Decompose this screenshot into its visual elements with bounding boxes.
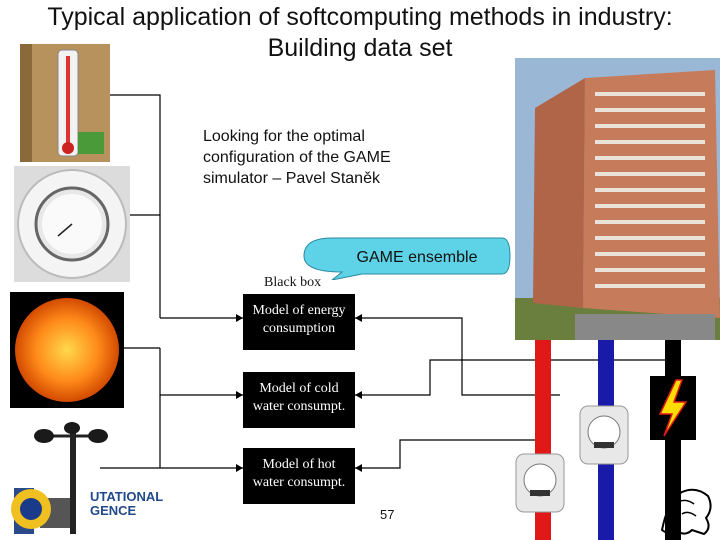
output-line-3 [355,439,540,469]
arrow-head-out-3 [355,464,362,472]
model-energy-line-1: Model of energy [252,303,346,318]
arrow-head-3 [236,464,243,472]
arrow-head-out-1 [355,314,362,322]
title-line-2: Building data set [267,34,453,62]
arrow-head-out-2 [355,391,362,399]
ci-logo-line-1: UTATIONAL [90,489,164,504]
description-line-1: Looking for the optimal [203,128,365,145]
output-line-2 [355,359,680,396]
arrow-head-1 [236,314,243,322]
building-icon [515,58,720,340]
model-cold-line-2: water consumpt. [252,399,346,414]
ci-logo-text: UTATIONAL GENCE [90,490,163,518]
output-line-1 [355,317,560,396]
model-cold-water-box: Model of cold water consumpt. [243,372,355,428]
arrow-head-2 [236,391,243,399]
page-number: 57 [380,507,395,522]
description-line-2: configuration of the GAME [203,149,391,166]
feed-line-top [108,94,161,216]
game-ensemble-callout-shape [303,237,511,280]
model-hot-line-1: Model of hot [262,457,336,472]
hygrometer-icon [14,166,130,282]
model-energy-box: Model of energy consumption [243,294,355,350]
cold-water-meter-icon [579,405,629,465]
game-ensemble-label: GAME ensemble [356,249,478,266]
hot-water-meter-icon [515,453,565,513]
ci-logo-line-2: GENCE [90,503,137,518]
model-hot-water-box: Model of hot water consumpt. [243,448,355,504]
black-box-label: Black box [264,275,322,290]
thermometer-icon [20,44,110,162]
description-line-3: simulator – Pavel Staněk [203,170,380,187]
slide-title: Typical application of softcomputing met… [0,2,720,64]
lion-emblem-icon [660,488,712,536]
model-cold-line-1: Model of cold [259,381,339,396]
title-line-1: Typical application of softcomputing met… [47,3,673,31]
ci-logo-icon [11,489,51,529]
model-hot-line-2: water consumpt. [252,475,346,490]
sun-icon [10,292,124,408]
model-energy-line-2: consumption [262,321,336,336]
feed-line-model-2 [159,348,243,396]
project-description: Looking for the optimal configuration of… [203,126,443,189]
lightning-icon [650,376,696,440]
